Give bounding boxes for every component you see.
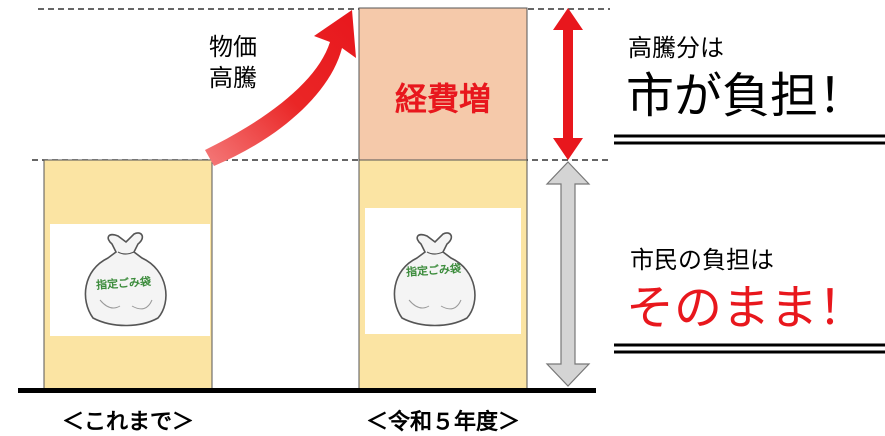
price-rise-line-1: 物価 xyxy=(209,33,257,61)
city-note-emphasis: 市が負担！ xyxy=(626,68,867,124)
citizen-note-prefix: 市民の負担は xyxy=(630,246,774,274)
citizen-note-emphasis: そのまま！ xyxy=(626,280,867,336)
price-rise-line-2: 高騰 xyxy=(209,64,257,92)
baseline xyxy=(18,388,596,393)
right-bar-label: ＜令和５年度＞ xyxy=(365,410,520,435)
cost-increase-bar xyxy=(358,7,528,161)
price-rise-label: 物価 高騰 xyxy=(193,32,273,94)
left-garbage-bag-icon xyxy=(50,224,210,336)
right-garbage-bag-icon xyxy=(365,208,521,334)
increase-double-arrow xyxy=(553,8,583,160)
city-note-prefix: 高騰分は xyxy=(628,34,724,62)
cost-increase-label: 経費増 xyxy=(394,80,491,118)
left-bar-label: ＜これまで＞ xyxy=(61,410,194,435)
unchanged-double-arrow xyxy=(545,161,591,387)
price-rise-arrow xyxy=(205,10,356,166)
